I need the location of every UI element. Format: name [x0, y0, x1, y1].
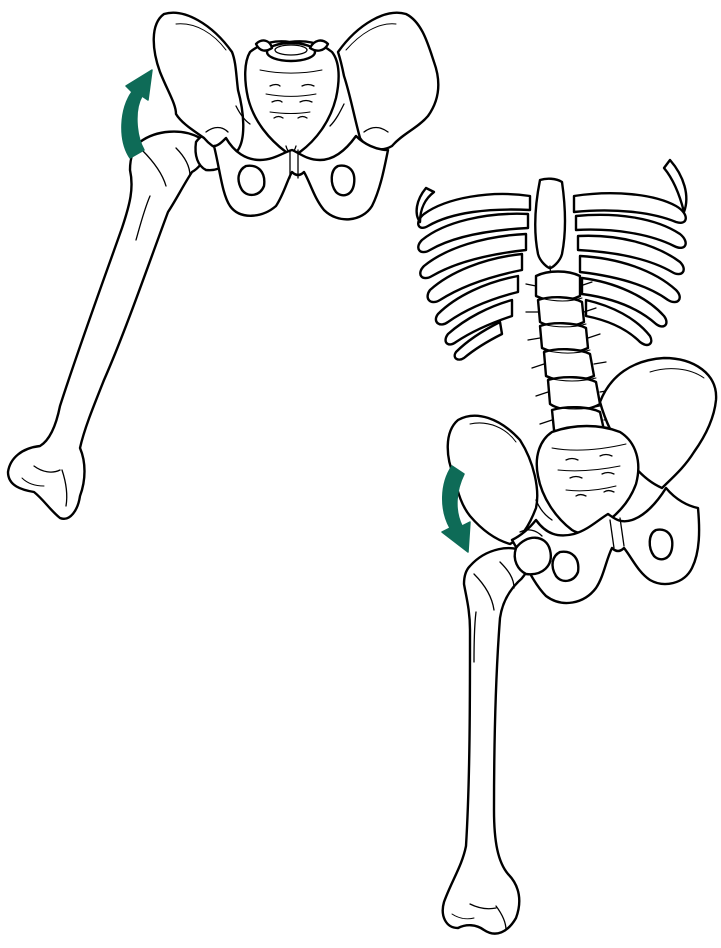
panel-abduction	[8, 13, 438, 519]
ribcage-right	[574, 160, 686, 345]
ribcage-left	[417, 188, 530, 360]
sternum	[535, 179, 565, 268]
pelvis-top	[154, 13, 439, 220]
panel-lateral-tilt	[417, 160, 716, 934]
femur-abducted	[8, 132, 231, 519]
femur-neutral	[443, 538, 551, 934]
